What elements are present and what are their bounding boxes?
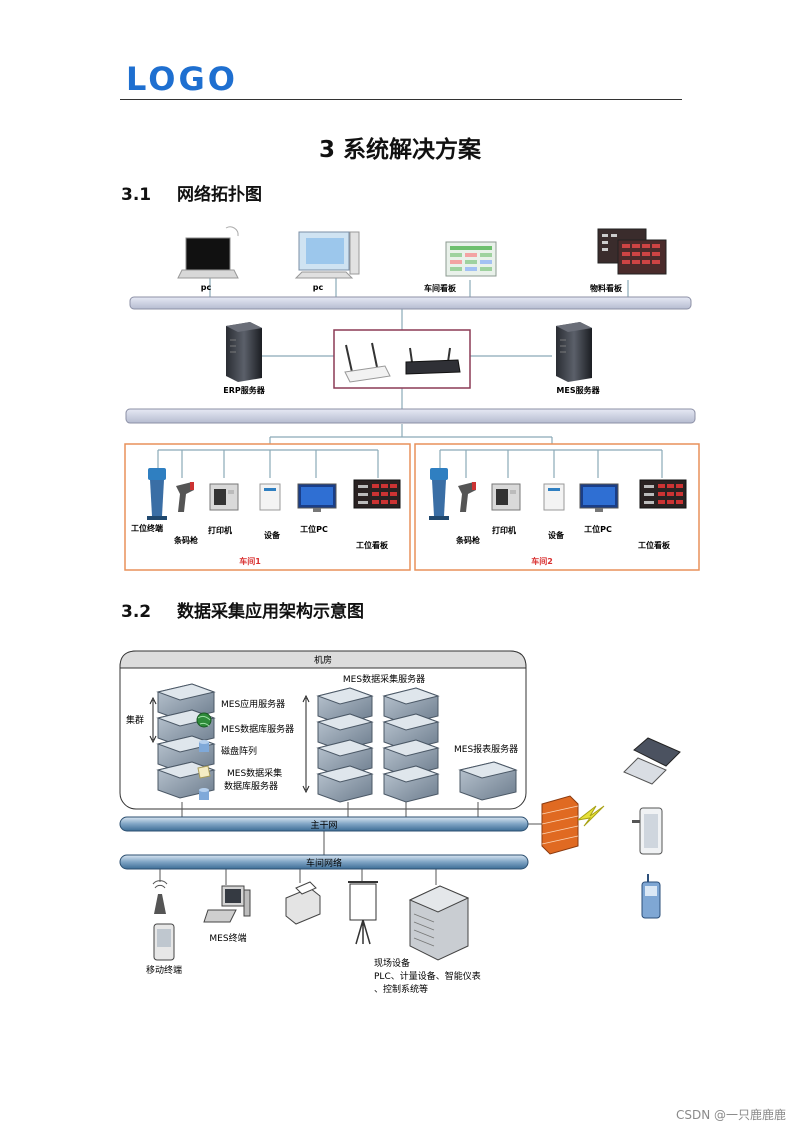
lightning-icon [577, 805, 605, 827]
topology-links [157, 278, 663, 478]
workshop-1-label: 车间1 [239, 556, 261, 566]
w1-label-scanner: 条码枪 [173, 535, 198, 545]
w2-label-pc: 工位PC [584, 524, 612, 534]
db-server-label: MES数据库服务器 [221, 723, 294, 735]
mobile-phone-icon [641, 874, 661, 919]
database-icon [199, 740, 209, 800]
barcode-scanner-icon [176, 482, 194, 512]
w2-label-equipment: 设备 [548, 530, 565, 540]
w1-label-board: 工位看板 [356, 540, 389, 550]
document-icon [197, 765, 211, 779]
printer-icon [491, 483, 521, 511]
mobile-terminal-icon [153, 923, 175, 961]
device-label-pc-2: pc [313, 283, 324, 292]
section-heading-3-2: 3.2 数据采集应用架构示意图 [121, 597, 364, 622]
printer-icon [209, 483, 239, 511]
desktop-pc-icon [294, 231, 360, 279]
workshop-network-label: 车间网络 [306, 857, 342, 869]
w2-label-printer: 打印机 [492, 525, 516, 535]
station-board-icon [353, 479, 401, 509]
section-title: 数据采集应用架构示意图 [177, 602, 364, 622]
equipment-icon [543, 483, 565, 511]
workshop-2-box [414, 443, 700, 571]
globe-icon [196, 712, 212, 728]
backbone-label: 主干网 [310, 819, 337, 831]
workshop-1-box [124, 443, 411, 571]
firewall-icon [541, 795, 579, 855]
material-board-icon [597, 228, 667, 275]
w2-label-board: 工位看板 [638, 540, 671, 550]
collection-server-stack-right [382, 687, 440, 803]
network-bar-middle [125, 408, 696, 424]
kiosk-terminal-icon [147, 468, 167, 520]
field-equipment-icon [408, 885, 470, 961]
device-label-pc-1: pc [201, 283, 212, 292]
section-heading-3-1: 3.1 网络拓扑图 [121, 180, 262, 205]
laptop-icon [177, 226, 239, 279]
section-number: 3.2 [121, 602, 152, 622]
tablet-icon [632, 807, 663, 855]
erp-server-label: ERP服务器 [223, 385, 265, 395]
station-board-icon [639, 479, 687, 509]
field-equipment-label-1: 现场设备 [374, 957, 410, 969]
collection-servers-label: MES数据采集服务器 [343, 673, 425, 685]
logo: LOGO [126, 60, 238, 98]
app-server-label: MES应用服务器 [221, 698, 285, 710]
w1-label-printer: 打印机 [208, 525, 232, 535]
chapter-title: 3 系统解决方案 [318, 137, 481, 163]
field-equipment-label-2: PLC、计量设备、智能仪表 [374, 970, 481, 982]
report-server-label: MES报表服务器 [454, 743, 518, 755]
cluster-arrow [149, 696, 157, 744]
w1-label-equipment: 设备 [264, 530, 281, 540]
disk-array-label: 磁盘阵列 [221, 745, 257, 757]
cluster-label: 集群 [126, 714, 144, 726]
w2-label-scanner: 条码枪 [455, 535, 480, 545]
section-number: 3.1 [121, 185, 152, 205]
workstation-pc-icon [579, 483, 619, 512]
mes-terminal-label: MES终端 [209, 932, 246, 944]
field-equipment-label-3: 、控制系统等 [374, 983, 428, 995]
barcode-scanner-icon [458, 482, 476, 512]
section-title: 网络拓扑图 [177, 185, 262, 205]
watermark: CSDN @一只鹿鹿鹿 [675, 1108, 786, 1122]
network-switch-icon [405, 347, 461, 375]
device-label-workshop-board: 车间看板 [424, 283, 457, 293]
workshop-network-pipe [119, 854, 529, 870]
device-label-material-board: 物料看板 [590, 283, 623, 293]
report-server-icon [458, 761, 518, 801]
mes-server-icon [556, 322, 592, 382]
collect-db-label-2: 数据库服务器 [224, 780, 278, 792]
workstation-pc-icon [297, 483, 337, 512]
kiosk-terminal-icon [429, 468, 449, 520]
w1-label-pc: 工位PC [300, 524, 328, 534]
wireless-router-icon [344, 342, 391, 383]
wireless-ap-icon [152, 880, 168, 914]
workshop-board-icon [445, 241, 497, 277]
w1-label-terminal: 工位终端 [131, 523, 163, 533]
collection-server-stack-left [316, 687, 374, 803]
mobile-terminal-label: 移动终端 [146, 964, 182, 976]
mes-server-label: MES服务器 [556, 385, 600, 395]
laptop-icon [623, 737, 681, 785]
projector-screen-icon [348, 881, 378, 945]
machine-room-label: 机房 [314, 654, 332, 666]
erp-server-icon [226, 322, 262, 382]
header-divider [120, 99, 682, 100]
collect-db-label-1: MES数据采集 [227, 767, 282, 779]
equipment-icon [259, 483, 281, 511]
mes-terminal-icon [203, 885, 251, 923]
workshop-2-label: 车间2 [531, 556, 553, 566]
backbone-pipe [119, 816, 529, 832]
architecture-diagram: 机房 [119, 650, 681, 995]
printer-icon [285, 881, 321, 925]
network-bar-top [129, 296, 692, 310]
